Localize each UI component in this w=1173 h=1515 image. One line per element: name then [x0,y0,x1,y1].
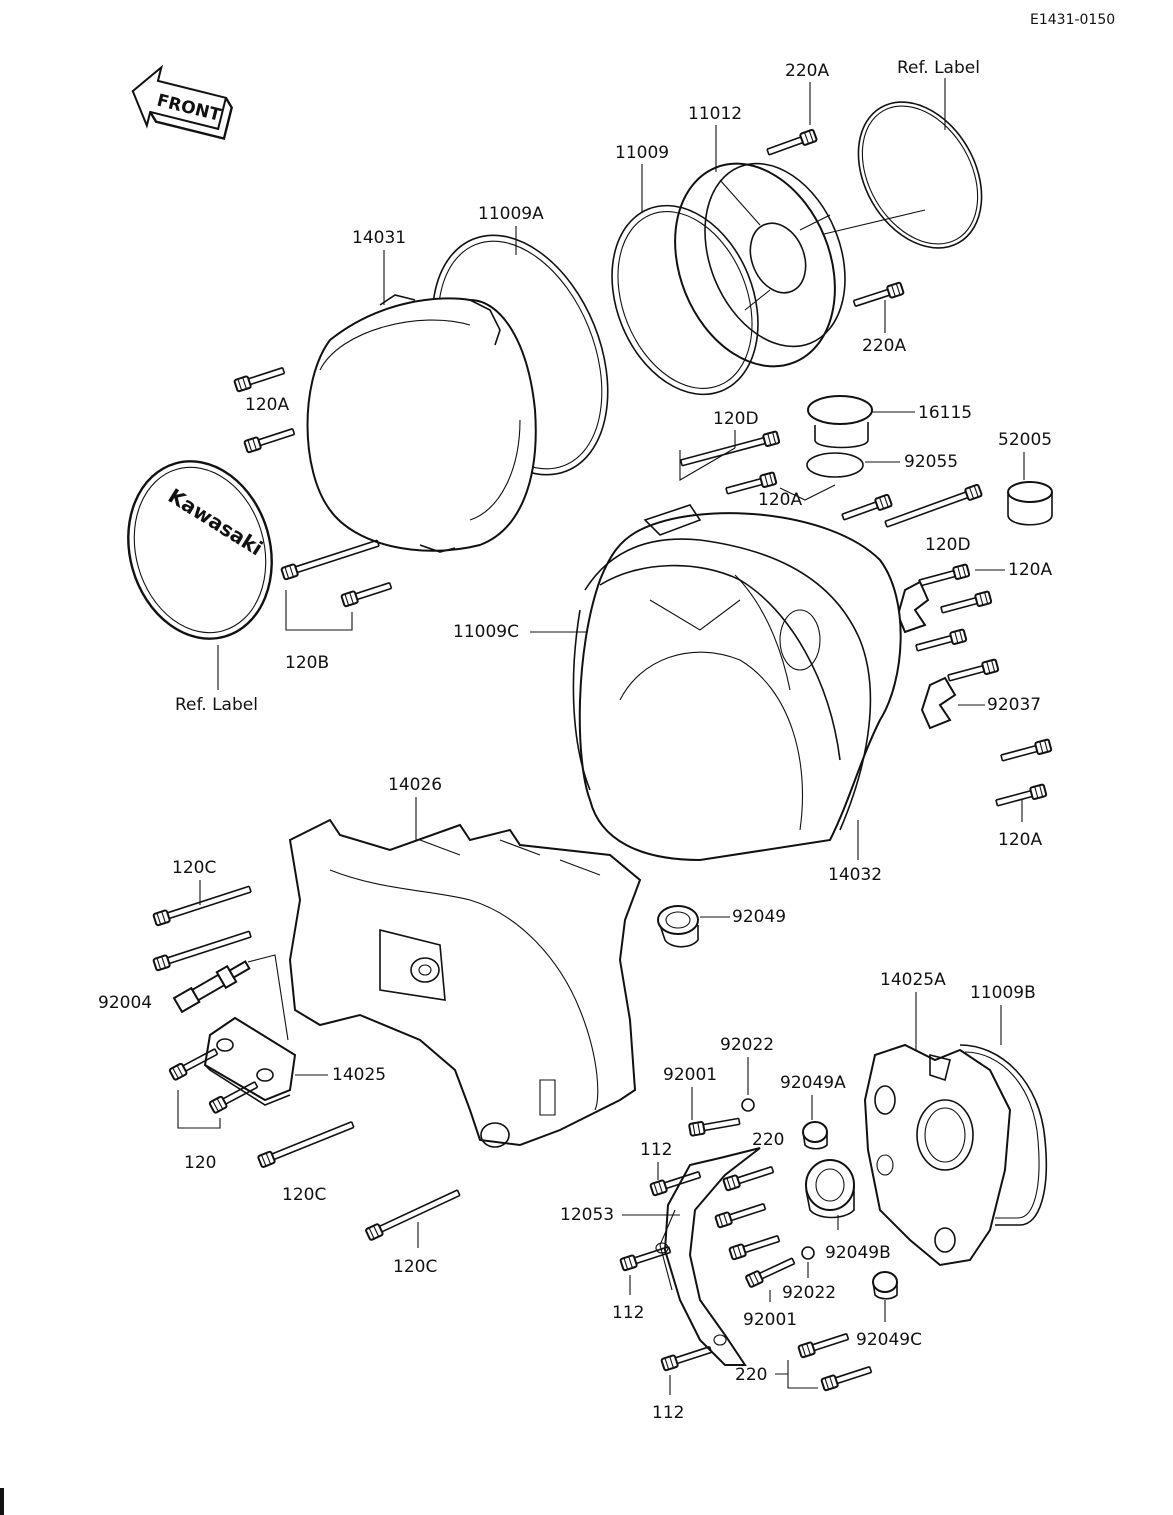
bolt-120a-right-1 [917,563,971,590]
label-52005: 52005 [998,430,1052,450]
diagram-code: E1431-0150 [1030,12,1115,28]
part-52005-plug [1007,481,1053,526]
bolt-220-4 [797,1329,851,1359]
label-120c-top: 120C [172,858,216,878]
label-92001-low: 92001 [743,1310,797,1330]
label-120a-center: 120A [758,490,802,510]
label-11009: 11009 [615,143,669,163]
bolt-120c-low [364,1186,463,1242]
label-120c-low: 120C [393,1257,437,1277]
part-14031-cover [306,294,537,553]
part-92004-sensor [172,960,251,1014]
label-14026: 14026 [388,775,442,795]
bolt-120a-right-6 [994,783,1048,810]
label-92004: 92004 [98,993,152,1013]
bolt-220-5 [820,1362,874,1392]
bolt-120c-top-2 [152,927,253,972]
bolt-120c-top-1 [152,882,253,927]
label-11009c: 11009C [453,622,519,642]
label-120a-left: 120A [245,395,289,415]
label-120: 120 [184,1153,216,1173]
part-11009b-gasket [959,1044,1048,1226]
part-92049-seal [657,905,699,948]
label-120c-mid: 120C [282,1185,326,1205]
label-120a-right2: 120A [998,830,1042,850]
label-220a-mid: 220A [862,336,906,356]
bolt-120d-top [678,430,781,470]
part-14032-clutch-cover [578,504,902,862]
bolt-220a-mid [851,281,905,311]
bolt-120a-right-a [839,493,894,524]
label-11009b: 11009B [970,983,1036,1003]
bolt-120a-right-5 [999,738,1053,765]
label-92022-low: 92022 [782,1283,836,1303]
label-220-low: 220 [735,1365,767,1385]
label-ref-label-left: Ref. Label [175,695,258,715]
part-92055-oring [806,452,864,478]
ref-label-disc-kawasaki: Kawasaki [127,460,273,640]
part-92022-washer-top [741,1098,755,1112]
label-120d-top: 120D [713,409,759,429]
ref-label-disc-top [819,78,983,249]
label-92037: 92037 [987,695,1041,715]
bolt-120b-1 [280,536,381,581]
label-92022-top: 92022 [720,1035,774,1055]
label-120a-right1: 120A [1008,560,1052,580]
label-16115: 16115 [918,403,972,423]
part-14025-plate [203,1016,297,1106]
part-16115-cap [807,395,873,449]
bolt-120a-right-4 [946,658,1000,685]
part-92049c-seal [872,1271,898,1300]
label-220-top: 220 [752,1130,784,1150]
label-12053: 12053 [560,1205,614,1225]
scan-mark [0,1488,4,1515]
part-11012-cover [674,162,846,368]
label-14025: 14025 [332,1065,386,1085]
part-92049a-seal [802,1121,828,1150]
part-11009-gasket [611,204,759,396]
label-11009a: 11009A [478,204,544,224]
front-arrow-icon: FRONT [131,64,233,141]
label-120d-right: 120D [925,535,971,555]
label-120b: 120B [285,653,329,673]
bolt-120a-left-2 [243,424,297,454]
label-92055: 92055 [904,452,958,472]
bolt-120c-mid [256,1117,356,1169]
bolt-120a-right-2 [939,590,993,617]
label-ref-label-top: Ref. Label [897,58,980,78]
bolt-120a-left-1 [233,363,287,393]
label-220a-top: 220A [785,61,829,81]
part-92049b-seal [805,1159,855,1219]
label-112-mid: 112 [612,1303,644,1323]
part-14025a-cover [863,1043,1012,1267]
label-11012: 11012 [688,104,742,124]
bolt-220-3 [728,1231,782,1261]
label-112-low: 112 [652,1403,684,1423]
part-12053-chain-guide [655,1147,761,1366]
label-92001-top: 92001 [663,1065,717,1085]
label-92049c: 92049C [856,1330,922,1350]
label-14031: 14031 [352,228,406,248]
part-14026-sprocket-cover [288,818,642,1148]
bolt-120b-2 [340,578,394,608]
label-112-top: 112 [640,1140,672,1160]
label-92049: 92049 [732,907,786,927]
label-14025a: 14025A [880,970,946,990]
bolt-220a-top [764,128,819,159]
label-92049b: 92049B [825,1243,891,1263]
bolt-92001-top [687,1114,742,1137]
part-92022-washer-low [801,1246,815,1260]
bolt-120d-right [882,483,984,531]
part-92037-clamp-1 [896,580,930,634]
part-92037-clamp-2 [920,676,957,730]
bolt-220-2 [714,1199,768,1229]
bolt-120a-right-3 [914,628,968,655]
bolt-112-low [660,1342,714,1372]
label-14032: 14032 [828,865,882,885]
label-92049a: 92049A [780,1073,846,1093]
